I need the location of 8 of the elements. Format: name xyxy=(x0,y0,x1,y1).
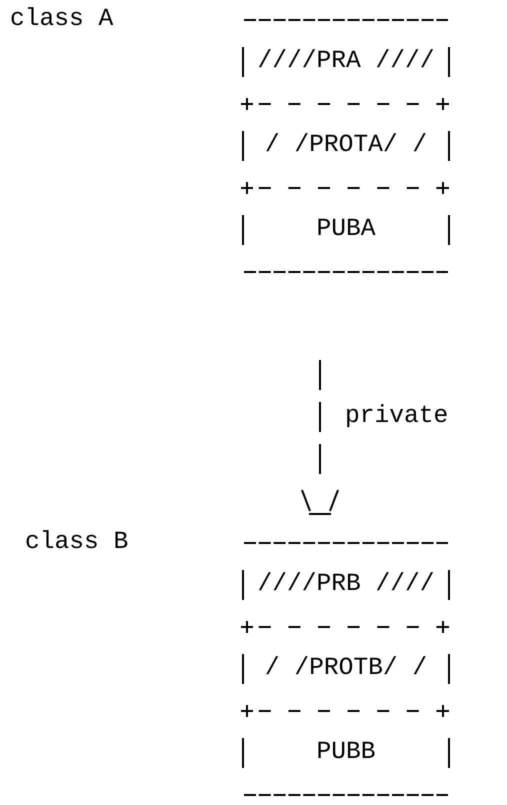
member-row: ////PRB //// xyxy=(242,570,450,600)
member-row: / /PROTA/ / xyxy=(242,131,450,161)
class-name: class B xyxy=(25,528,128,558)
member-row: PUBA xyxy=(242,215,450,245)
member-row: PUBB xyxy=(242,738,450,768)
member-row: ////PRA //// xyxy=(242,47,450,77)
class-name: class A xyxy=(10,5,114,35)
member-row: / /PROTB/ / xyxy=(242,654,450,684)
